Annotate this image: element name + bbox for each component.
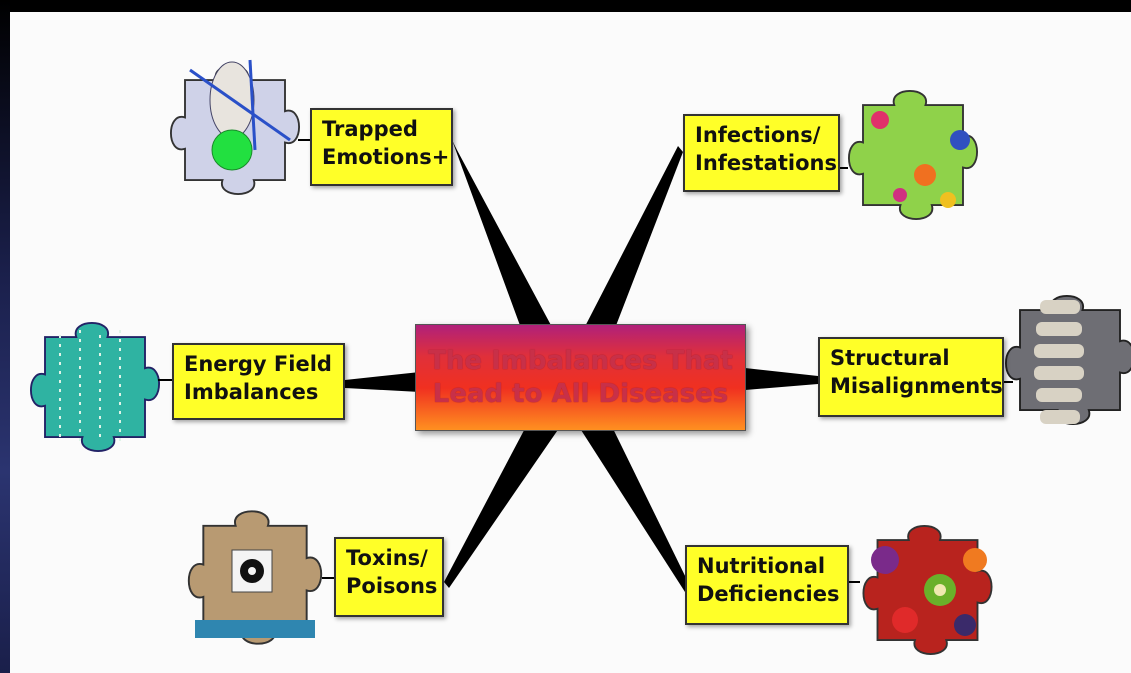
connector-nutritional — [565, 398, 690, 592]
connector-infections — [560, 146, 683, 380]
label-toxins: Toxins/ Poisons — [334, 537, 444, 617]
connector-toxins — [444, 400, 575, 588]
label-energy-field: Energy Field Imbalances — [172, 343, 345, 420]
connector-structural — [745, 368, 818, 390]
label-structural: Structural Misalignments — [818, 337, 1004, 417]
spine-puzzle-icon — [1004, 294, 1131, 426]
label-infections: Infections/ Infestations — [683, 114, 840, 192]
central-topic: The Imbalances That Lead to All Diseases — [415, 324, 746, 431]
radiation-pollution-puzzle-icon — [187, 510, 323, 645]
fruit-puzzle-icon — [862, 524, 993, 656]
central-topic-text: The Imbalances That Lead to All Diseases — [428, 345, 733, 409]
circuit-board-puzzle-icon — [30, 322, 160, 452]
human-body-puzzle-icon — [170, 59, 300, 195]
microbes-puzzle-icon — [848, 90, 978, 220]
connector-energy — [345, 372, 420, 392]
label-nutritional: Nutritional Deficiencies — [685, 545, 849, 625]
slide-edge — [0, 0, 10, 673]
connector-trapped — [452, 140, 575, 380]
label-trapped-emotions: Trapped Emotions+ — [310, 108, 453, 186]
